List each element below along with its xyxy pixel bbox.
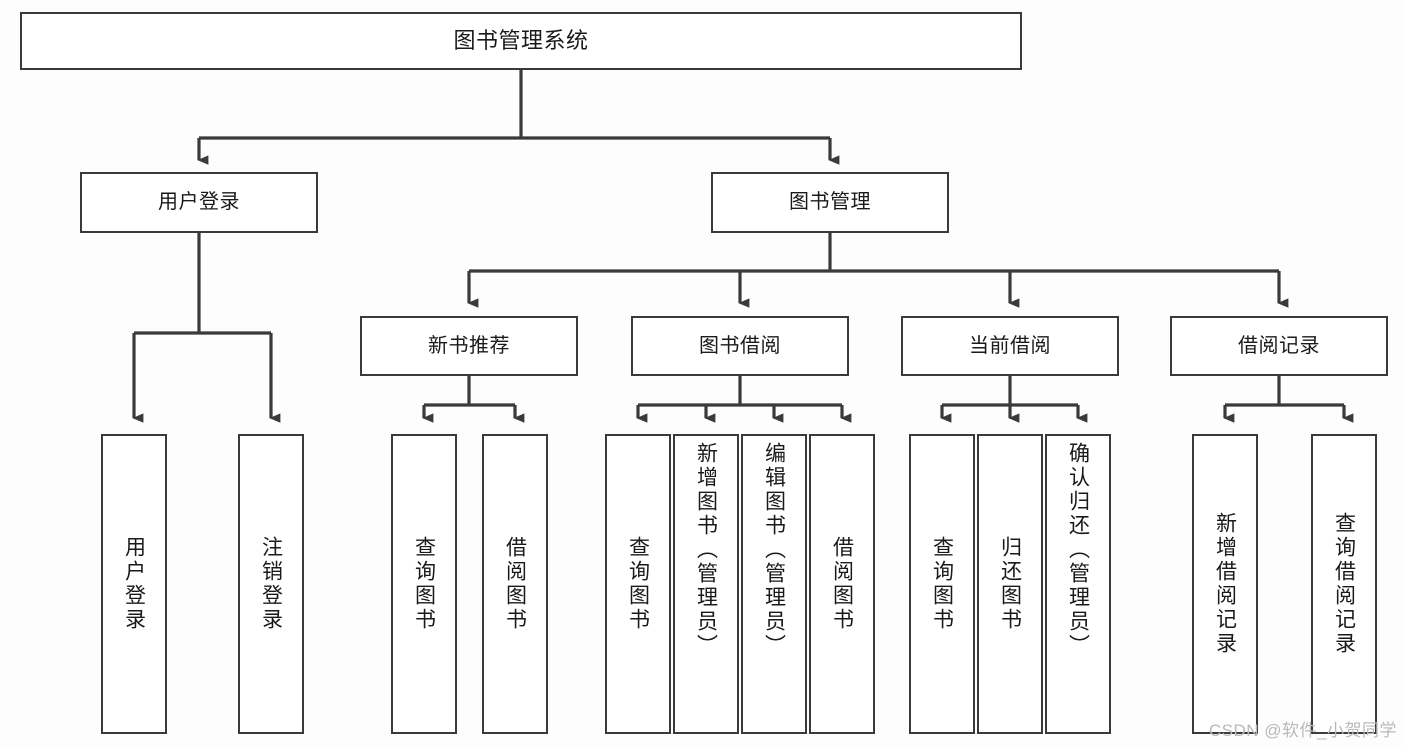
leaf-borrow-record-add[interactable]: 新增借阅记录 — [1192, 434, 1258, 734]
node-label: 查询图书 — [412, 536, 436, 632]
node-label: 查询图书 — [626, 536, 650, 632]
leaf-book-borrow-query[interactable]: 查询图书 — [605, 434, 671, 734]
node-label: 确认归还（管理员） — [1066, 442, 1090, 658]
node-borrow-record[interactable]: 借阅记录 — [1170, 316, 1388, 376]
node-label: 图书借阅 — [699, 334, 781, 357]
leaf-book-borrow-edit[interactable]: 编辑图书（管理员） — [741, 434, 807, 734]
leaf-new-book-borrow[interactable]: 借阅图书 — [482, 434, 548, 734]
node-book-borrow[interactable]: 图书借阅 — [631, 316, 849, 376]
node-new-book-recommend[interactable]: 新书推荐 — [360, 316, 578, 376]
node-current-borrow[interactable]: 当前借阅 — [901, 316, 1119, 376]
node-root-system[interactable]: 图书管理系统 — [20, 12, 1022, 70]
leaf-book-borrow-lend[interactable]: 借阅图书 — [809, 434, 875, 734]
node-label: 图书管理系统 — [453, 27, 589, 53]
leaf-new-book-query[interactable]: 查询图书 — [391, 434, 457, 734]
leaf-user-login-signout[interactable]: 注销登录 — [238, 434, 304, 734]
node-label: 借阅记录 — [1238, 334, 1320, 357]
node-label: 当前借阅 — [969, 334, 1051, 357]
watermark-text: CSDN @软件_小贺同学 — [1208, 721, 1397, 740]
node-label: 新书推荐 — [428, 334, 510, 357]
node-label: 新增借阅记录 — [1213, 512, 1237, 656]
leaf-current-borrow-query[interactable]: 查询图书 — [909, 434, 975, 734]
node-label: 图书管理 — [789, 191, 871, 214]
node-user-login[interactable]: 用户登录 — [80, 172, 318, 233]
leaf-current-borrow-return[interactable]: 归还图书 — [977, 434, 1043, 734]
node-label: 借阅图书 — [830, 536, 854, 632]
leaf-borrow-record-query[interactable]: 查询借阅记录 — [1311, 434, 1377, 734]
node-book-management[interactable]: 图书管理 — [711, 172, 949, 233]
node-label: 查询图书 — [930, 536, 954, 632]
node-label: 借阅图书 — [503, 536, 527, 632]
leaf-book-borrow-add[interactable]: 新增图书（管理员） — [673, 434, 739, 734]
node-label: 查询借阅记录 — [1332, 512, 1356, 656]
node-label: 注销登录 — [259, 536, 283, 632]
node-label: 用户登录 — [158, 191, 240, 214]
leaf-current-borrow-confirm-return[interactable]: 确认归还（管理员） — [1045, 434, 1111, 734]
node-label: 用户登录 — [122, 536, 146, 632]
node-label: 新增图书（管理员） — [694, 442, 718, 658]
leaf-user-login-signin[interactable]: 用户登录 — [101, 434, 167, 734]
node-label: 归还图书 — [998, 536, 1022, 632]
node-label: 编辑图书（管理员） — [762, 442, 786, 658]
